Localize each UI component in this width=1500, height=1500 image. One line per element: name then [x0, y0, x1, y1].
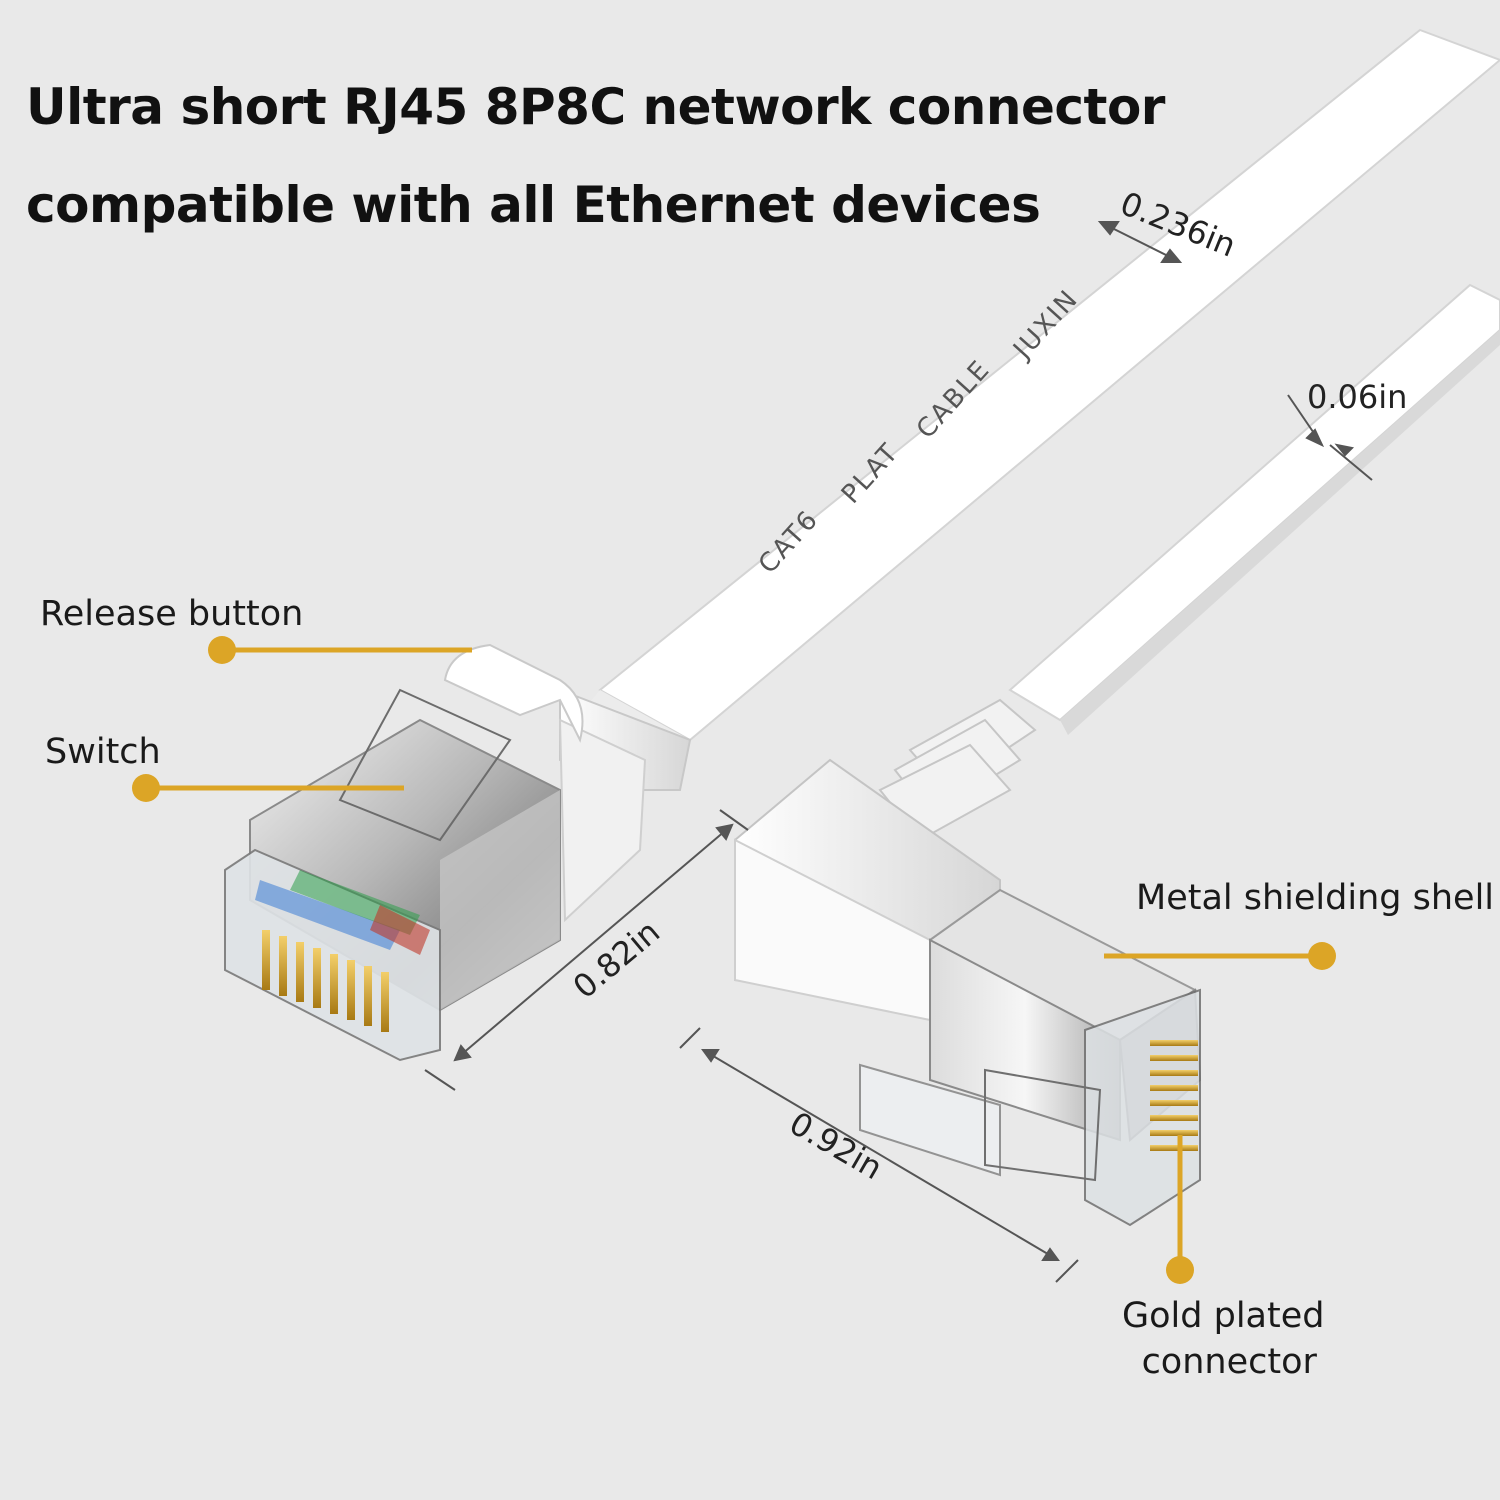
gold-pin	[1150, 1085, 1198, 1091]
straight-rj45-plug	[224, 643, 692, 1062]
gold-pin	[1150, 1070, 1198, 1076]
gold-pin	[1150, 1100, 1198, 1106]
release-button-label: Release button	[40, 594, 304, 634]
metal-shell-label: Metal shielding shell	[1136, 878, 1495, 918]
headline-line-2: compatible with all Ethernet devices	[26, 176, 1041, 234]
gold-pin	[381, 972, 389, 1032]
gold-connector-label: Gold plated connector	[1122, 1294, 1324, 1385]
gold-pins-right	[1150, 1040, 1198, 1151]
gold-pin	[330, 954, 338, 1014]
gold-connector-label-line-2: connector	[1141, 1341, 1317, 1382]
gold-pin	[279, 936, 287, 996]
angled-rj45-plug	[734, 698, 1202, 1227]
straight-plug-length-label: 0.82in	[566, 912, 667, 1006]
gold-pins-left	[262, 930, 389, 1032]
gold-pin	[313, 948, 321, 1008]
gold-connector-label-line-1: Gold plated	[1122, 1296, 1325, 1336]
gold-pin	[1150, 1055, 1198, 1061]
flat-cable-right	[1008, 283, 1500, 735]
gold-pin	[364, 966, 372, 1026]
gold-pin	[347, 960, 355, 1020]
gold-pin	[1150, 1145, 1198, 1151]
gold-pin	[1150, 1040, 1198, 1046]
switch-label: Switch	[45, 732, 161, 772]
headline-line-1: Ultra short RJ45 8P8C network connector	[26, 78, 1165, 136]
callout-lines	[132, 636, 1336, 1284]
dimension-lines	[424, 221, 1373, 1283]
cable-thickness-label: 0.06in	[1307, 378, 1407, 416]
gold-pin	[296, 942, 304, 1002]
gold-pin	[1150, 1130, 1198, 1136]
gold-pin	[1150, 1115, 1198, 1121]
gold-pin	[262, 930, 270, 990]
